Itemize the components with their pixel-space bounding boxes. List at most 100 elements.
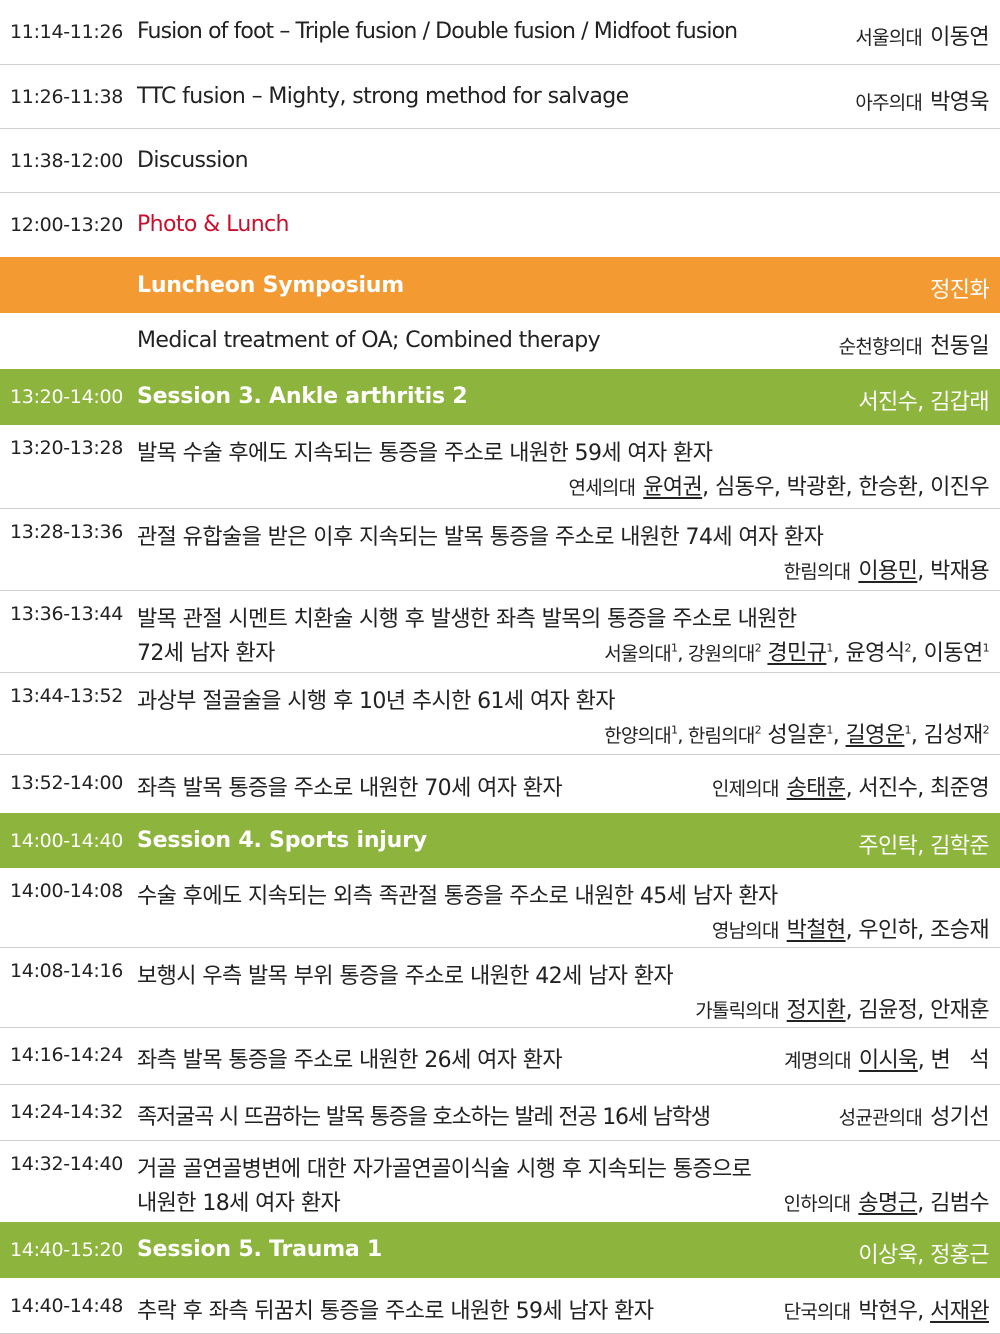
talk-title: 발목 수술 후에도 지속되는 통증을 주소로 내원한 59세 여자 환자 [137,441,713,466]
time-slot: 13:20-14:00 [10,386,124,408]
time-slot: 13:20-13:28 [10,437,124,459]
coauthor-names: , 김윤정, 안재훈 [845,998,990,1023]
schedule-row: 13:36-13:44 발목 관절 시멘트 치환술 시행 후 발생한 좌측 발목… [0,591,1000,673]
session-title: Session 5. Trauma 1 [137,1237,383,1262]
luncheon-header: Luncheon Symposium 정진화 [0,257,1000,313]
talk-title: 과상부 절골술을 시행 후 10년 추시한 61세 여자 환자 [137,689,616,714]
institution: 계명의대 [784,1050,852,1072]
talk-title: 좌측 발목 통증을 주소로 내원한 70세 여자 환자 [137,776,563,801]
coauthor-names: , 심동우, 박광환, 한승환, 이진우 [702,475,989,500]
session-header: 14:00-14:40 Session 4. Sports injury 주인탁… [0,813,1000,868]
talk-title: Medical treatment of OA; Combined therap… [137,328,601,353]
talk-title: 거골 골연골병변에 대한 자가골연골이식술 시행 후 지속되는 통증으로 [137,1157,752,1182]
time-slot: 14:00-14:40 [10,830,124,852]
schedule-row: 13:28-13:36 관절 유합술을 받은 이후 지속되는 발목 통증을 주소… [0,509,1000,591]
affiliation-mark: 1 [826,723,833,737]
schedule-row: 14:24-14:32 족저굴곡 시 뜨끔하는 발목 통증을 호소하는 발레 전… [0,1085,1000,1141]
institution: 한림의대 [687,725,756,747]
coauthor-names: , 서진수, 최준영 [845,776,990,801]
coauthor-names: 박현우, [858,1299,931,1324]
affiliation-mark: 2 [982,723,990,737]
time-slot: 14:24-14:32 [10,1101,124,1123]
talk-title: 보행시 우측 발목 부위 통증을 주소로 내원한 42세 남자 환자 [137,964,674,989]
affiliation-mark: 1 [670,641,678,655]
schedule-row: 12:00-13:20 Photo & Lunch [0,193,1000,257]
schedule-row: 13:20-13:28 발목 수술 후에도 지속되는 통증을 주소로 내원한 5… [0,425,1000,509]
time-slot: 13:36-13:44 [10,603,124,625]
presenter-name: 윤여권 [643,475,703,500]
coauthor-names: , 우인하, 조승재 [845,918,990,943]
presenter-name: 서재완 [930,1299,990,1324]
talk-title: 추락 후 좌측 뒤꿈치 통증을 주소로 내원한 59세 남자 환자 [137,1299,654,1324]
speaker-name: 이동연 [930,25,990,50]
institution: 서울의대 [855,27,923,49]
coauthor-names: , 변 석 [917,1048,990,1073]
speaker: 영남의대 박철현, 우인하, 조승재 [711,912,990,944]
speaker-name: 박영욱 [930,90,990,115]
institution: 가톨릭의대 [695,1000,779,1022]
affiliation-mark: 1 [982,641,990,655]
time-slot: 14:32-14:40 [10,1153,124,1175]
presenter-name: 경민규 [767,641,827,666]
session-chairs: 서진수, 김갑래 [858,390,989,415]
speaker-name: 성기선 [930,1105,990,1130]
talk-title: Discussion [137,148,249,173]
affiliation-mark: 1 [826,641,833,655]
schedule-row: 11:14-11:26 Fusion of foot – Triple fusi… [0,0,1000,65]
time-slot: 12:00-13:20 [10,214,124,236]
presenter-name: 정지환 [786,998,847,1023]
talk-title: TTC fusion – Mighty, strong method for s… [137,84,629,109]
time-slot: 11:26-11:38 [10,86,124,108]
institution: 영남의대 [711,920,780,942]
institution: 인하의대 [783,1193,852,1215]
institution: 강원의대 [687,643,756,665]
presenter-name: 박철현 [786,918,847,943]
schedule-row: 14:08-14:16 보행시 우측 발목 부위 통증을 주소로 내원한 42세… [0,948,1000,1028]
session-chairs: 이상욱, 정홍근 [858,1243,989,1268]
lunch-title: Photo & Lunch [137,212,290,237]
time-slot: 14:00-14:08 [10,880,124,902]
coauthor-names: , 박재용 [917,559,989,584]
affiliation-mark: 2 [754,723,762,737]
schedule-row: 13:44-13:52 과상부 절골술을 시행 후 10년 추시한 61세 여자… [0,673,1000,755]
schedule-row: 14:16-14:24 좌측 발목 통증을 주소로 내원한 26세 여자 환자 … [0,1028,1000,1085]
time-slot: 13:52-14:00 [10,772,124,794]
presenter-name: 길영운 [845,723,906,748]
time-slot: 14:40-14:48 [10,1295,124,1317]
coauthor-name: 윤영식 [845,641,906,666]
time-slot: 13:44-13:52 [10,685,124,707]
speaker: 가톨릭의대 정지환, 김윤정, 안재훈 [695,992,989,1024]
institution: 서울의대 [604,643,672,665]
coauthor-name: 이동연 [923,641,984,666]
speaker: 한양의대1, 한림의대2 성일훈1, 길영운1, 김성재2 [604,723,990,748]
affiliation-mark: 1 [670,723,678,737]
affiliation-mark: 2 [754,641,762,655]
talk-title: 발목 관절 시멘트 치환술 시행 후 발생한 좌측 발목의 통증을 주소로 내원… [137,607,797,632]
institution: 순천향의대 [838,336,923,358]
talk-title: 족저굴곡 시 뜨끔하는 발목 통증을 호소하는 발레 전공 16세 남학생 [137,1105,711,1130]
schedule-row: 11:38-12:00 Discussion [0,129,1000,193]
institution: 성균관의대 [838,1107,923,1129]
schedule-row: 11:26-11:38 TTC fusion – Mighty, strong … [0,65,1000,129]
affiliation-mark: 1 [904,723,911,737]
session-chairs: 주인탁, 김학준 [858,834,989,859]
session-title: Session 4. Sports injury [137,828,427,853]
time-slot: 11:38-12:00 [10,150,124,172]
time-slot: 14:16-14:24 [10,1044,124,1066]
talk-title: 수술 후에도 지속되는 외측 족관절 통증을 주소로 내원한 45세 남자 환자 [137,884,778,909]
presenter-name: 송태훈 [786,776,847,801]
presenter-name: 이용민 [858,559,918,584]
time-slot: 14:40-15:20 [10,1239,124,1261]
talk-title: 관절 유합술을 받은 이후 지속되는 발목 통증을 주소로 내원한 74세 여자… [137,525,824,550]
speaker: 순천향의대 천동일 [838,328,990,360]
schedule-row: 13:52-14:00 좌측 발목 통증을 주소로 내원한 70세 여자 환자 … [0,755,1000,813]
speaker-name: 천동일 [930,334,990,359]
institution: 한양의대 [604,725,672,747]
